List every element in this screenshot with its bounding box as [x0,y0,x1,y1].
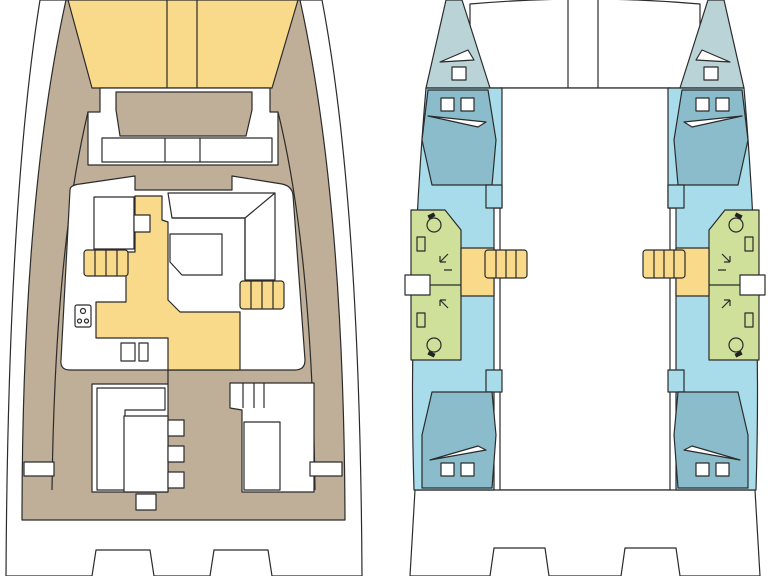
salon-table [169,233,223,276]
toilet [426,337,442,353]
transom-step [620,547,681,576]
stairs [484,249,528,279]
transom-step [489,547,550,576]
stairs-starboard [239,280,285,310]
port-hull [404,0,528,491]
cockpit-table [123,415,169,493]
fridge [120,342,136,362]
stool [167,445,185,463]
stairs-port [83,249,129,277]
stove-icon [74,304,92,328]
coachroof [115,91,253,137]
side-deck-line [51,111,89,491]
toilet [426,217,442,233]
bridge-deck-outline [469,0,701,89]
bridge-deck [499,87,671,491]
stool [167,419,185,437]
salon-floor [95,195,241,371]
transom-step [209,549,273,576]
side-gate [309,461,343,477]
hull-level-plan [404,0,766,576]
galley-counter [93,196,135,250]
forward-cabin [421,89,497,186]
aft-cabin [421,391,497,489]
stool [167,471,185,489]
trampoline [67,0,299,89]
sink [133,214,151,233]
aft-deck-outline [409,489,761,576]
stool [135,493,157,511]
side-gate [23,461,55,477]
deck-level-plan [5,0,363,576]
helm-station [229,382,315,493]
hatch [101,137,273,163]
fridge [138,342,149,362]
transom-step [91,549,155,576]
